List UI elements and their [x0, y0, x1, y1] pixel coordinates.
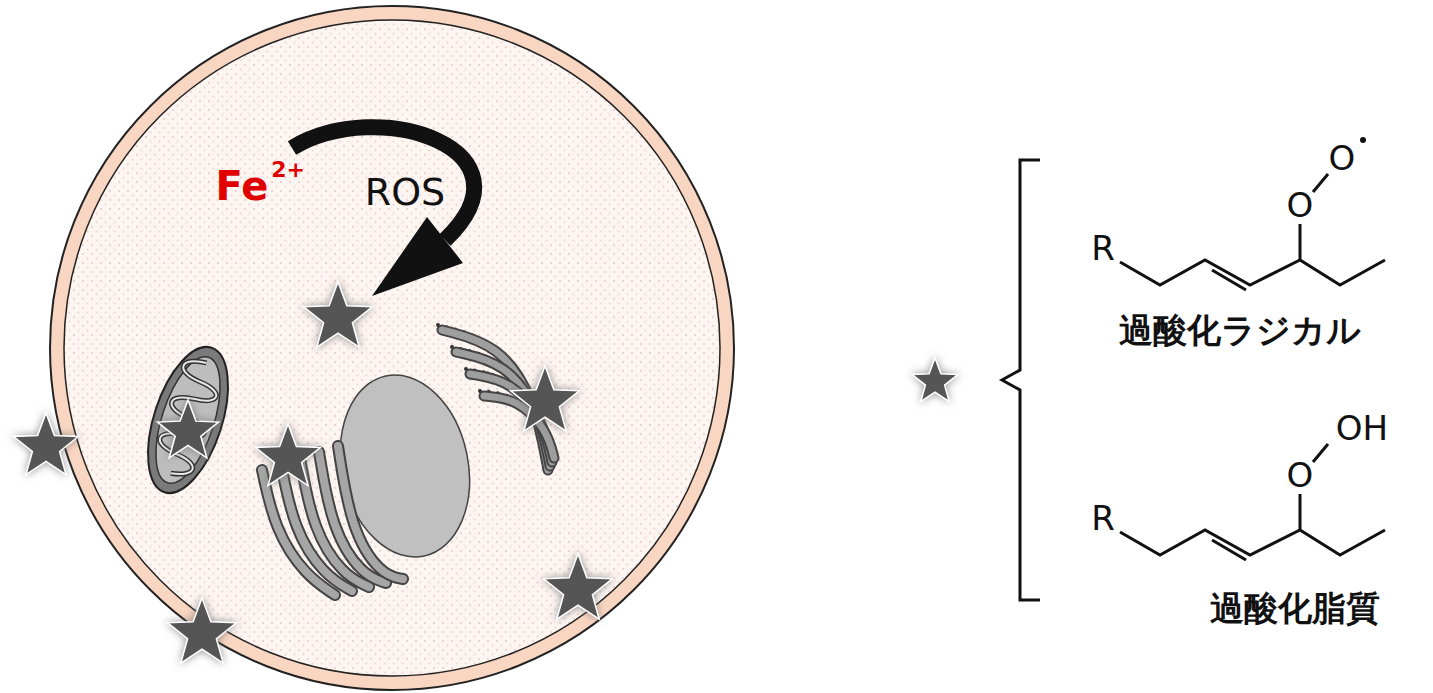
lipid-peroxide-star	[14, 282, 958, 663]
compound-name: 過酸化ラジカル	[1119, 313, 1361, 347]
mitochondrion	[132, 337, 244, 503]
compound-name: 過酸化脂質	[1210, 591, 1380, 625]
mitochondrion	[151, 356, 225, 479]
lipid-hydroperoxide-structure	[1212, 540, 1246, 560]
ros-label: ROS	[365, 173, 445, 211]
mitochondrion	[151, 356, 225, 479]
lipid-peroxide-star	[544, 554, 612, 619]
mitochondrion	[132, 337, 244, 503]
brace	[1002, 160, 1040, 600]
cell	[50, 6, 734, 690]
lipid-hydroperoxide-structure	[1313, 444, 1328, 462]
atom-label: O	[1287, 188, 1314, 222]
lipid-peroxide-star	[511, 366, 579, 431]
lipid-peroxide-star	[158, 400, 219, 458]
nucleus	[324, 363, 486, 569]
reaction-arrow	[292, 127, 474, 240]
lipid-hydroperoxide-structure	[1120, 444, 1385, 560]
lipid-peroxide-star	[168, 598, 236, 663]
ion-charge: 2+	[271, 159, 305, 181]
golgi-apparatus	[338, 446, 403, 579]
mitochondrion	[143, 349, 233, 491]
reaction-arrow	[372, 217, 463, 296]
golgi-apparatus	[338, 446, 403, 579]
lipid-peroxide-star	[912, 358, 958, 401]
peroxyl-radical-structure	[1313, 174, 1328, 192]
reaction-arrow	[292, 127, 474, 296]
atom-label: O	[1287, 458, 1314, 492]
lipid-peroxide-star	[304, 282, 372, 347]
lipid-peroxide-star	[14, 413, 79, 475]
nucleus	[324, 363, 486, 569]
ion-symbol: Fe	[216, 166, 269, 206]
atom-label: O	[1329, 141, 1356, 175]
lipid-hydroperoxide-structure	[1120, 530, 1385, 555]
lipid-hydroperoxide-structure	[1299, 494, 1302, 530]
peroxyl-radical-structure	[1299, 224, 1302, 260]
radical-dot	[1360, 137, 1366, 143]
atom-label: OH	[1336, 411, 1388, 445]
peroxyl-radical-structure	[1212, 270, 1246, 290]
atom-label: R	[1091, 231, 1115, 265]
peroxyl-radical-structure	[1120, 260, 1385, 285]
lipid-peroxide-star	[256, 424, 321, 486]
peroxyl-radical-structure	[1120, 137, 1385, 290]
atom-label: R	[1091, 501, 1115, 535]
cell	[64, 20, 720, 676]
cell	[50, 6, 734, 690]
brace	[1002, 160, 1040, 600]
